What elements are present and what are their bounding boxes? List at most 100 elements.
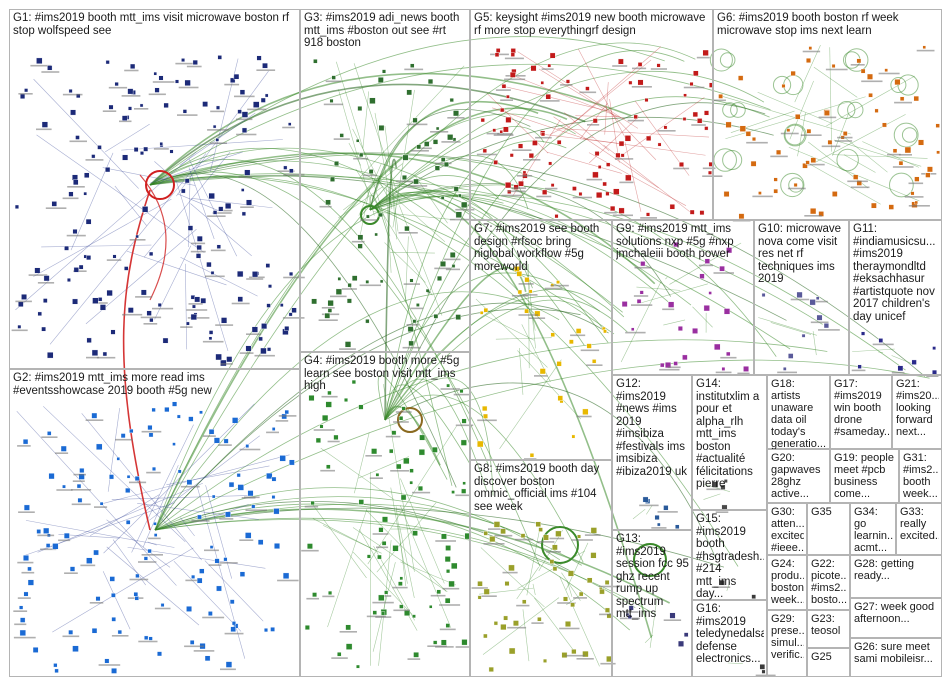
node-g5[interactable] xyxy=(669,204,676,210)
node-g11[interactable] xyxy=(857,364,862,369)
node-g4[interactable] xyxy=(409,468,414,473)
node-g7[interactable] xyxy=(517,289,523,295)
node-g3[interactable] xyxy=(424,141,430,147)
node-g1[interactable] xyxy=(252,101,260,108)
node-g7[interactable] xyxy=(529,453,535,458)
node-g1[interactable] xyxy=(102,351,108,357)
node-g2[interactable] xyxy=(197,514,202,520)
node-g4[interactable] xyxy=(375,473,380,477)
node-g2[interactable] xyxy=(164,407,170,413)
node-g1[interactable] xyxy=(185,321,190,326)
node-g9[interactable] xyxy=(743,366,749,372)
node-g2[interactable] xyxy=(274,543,280,549)
node-g8[interactable] xyxy=(522,599,527,605)
node-g1[interactable] xyxy=(34,267,41,274)
node-g7[interactable] xyxy=(582,408,589,415)
node-g5[interactable] xyxy=(505,182,512,189)
node-g1[interactable] xyxy=(139,103,144,108)
node-g1[interactable] xyxy=(258,336,263,342)
cluster-g20[interactable]: G20: gapwaves 28ghz active... xyxy=(767,449,830,503)
cluster-g13[interactable]: G13: #ims2019 session fcc 95 ghz recent … xyxy=(612,530,692,677)
node-g8[interactable] xyxy=(563,596,568,602)
node-g2[interactable] xyxy=(214,558,220,564)
node-g5[interactable] xyxy=(482,148,487,153)
node-g1[interactable] xyxy=(190,313,197,321)
node-g1[interactable] xyxy=(70,109,77,116)
node-g2[interactable] xyxy=(95,596,101,602)
node-g5[interactable] xyxy=(542,189,548,195)
node-g4[interactable] xyxy=(337,652,342,657)
node-g1[interactable] xyxy=(200,297,207,304)
node-g10[interactable] xyxy=(801,333,806,338)
node-g8[interactable] xyxy=(503,615,509,621)
node-g5[interactable] xyxy=(697,118,703,124)
node-g5[interactable] xyxy=(625,174,632,181)
node-g3[interactable] xyxy=(359,152,364,158)
node-g3[interactable] xyxy=(455,211,462,218)
node-g8[interactable] xyxy=(483,633,488,639)
node-g2[interactable] xyxy=(134,596,139,601)
node-g6[interactable] xyxy=(723,191,730,197)
node-g3[interactable] xyxy=(449,97,454,103)
node-g1[interactable] xyxy=(36,57,43,65)
node-g1[interactable] xyxy=(208,336,213,341)
node-g8[interactable] xyxy=(577,534,581,539)
node-g8[interactable] xyxy=(493,621,498,626)
node-g7[interactable] xyxy=(528,289,533,294)
node-g6[interactable] xyxy=(745,131,752,137)
node-g4[interactable] xyxy=(315,437,322,444)
node-g6[interactable] xyxy=(718,93,724,99)
node-g4[interactable] xyxy=(403,457,410,465)
node-g12[interactable] xyxy=(663,505,669,511)
node-g2[interactable] xyxy=(229,599,235,605)
node-g6[interactable] xyxy=(773,177,778,182)
node-g4[interactable] xyxy=(446,383,450,388)
node-g6[interactable] xyxy=(805,160,810,165)
node-g3[interactable] xyxy=(344,341,352,348)
node-g2[interactable] xyxy=(251,504,256,509)
node-g3[interactable] xyxy=(311,298,318,305)
node-g8[interactable] xyxy=(565,621,571,627)
node-g8[interactable] xyxy=(500,528,506,535)
node-g1[interactable] xyxy=(78,264,84,270)
node-g8[interactable] xyxy=(604,607,610,613)
node-g2[interactable] xyxy=(126,475,131,479)
node-g5[interactable] xyxy=(646,135,652,142)
node-g4[interactable] xyxy=(328,590,333,595)
node-g9[interactable] xyxy=(660,362,665,368)
node-g2[interactable] xyxy=(148,432,154,438)
node-g9[interactable] xyxy=(673,361,678,366)
node-g1[interactable] xyxy=(260,97,266,103)
node-g6[interactable] xyxy=(810,157,817,164)
node-g1[interactable] xyxy=(83,172,90,179)
node-g4[interactable] xyxy=(326,464,331,470)
node-g1[interactable] xyxy=(241,111,249,118)
node-g1[interactable] xyxy=(106,289,113,297)
node-g2[interactable] xyxy=(186,479,193,486)
node-g1[interactable] xyxy=(85,218,92,225)
node-g1[interactable] xyxy=(192,304,196,309)
node-g8[interactable] xyxy=(508,647,516,655)
node-g6[interactable] xyxy=(786,128,791,133)
node-g8[interactable] xyxy=(582,650,589,658)
node-g1[interactable] xyxy=(135,234,139,239)
node-g5[interactable] xyxy=(513,184,519,190)
node-g6[interactable] xyxy=(738,213,745,220)
node-g1[interactable] xyxy=(267,347,272,352)
node-g4[interactable] xyxy=(412,614,416,619)
node-g6[interactable] xyxy=(899,96,905,102)
node-g2[interactable] xyxy=(96,443,103,450)
node-g7[interactable] xyxy=(524,308,529,314)
node-g12[interactable] xyxy=(675,524,680,529)
node-g7[interactable] xyxy=(477,440,484,448)
node-g11[interactable] xyxy=(911,359,917,365)
node-g4[interactable] xyxy=(445,545,451,551)
node-g5[interactable] xyxy=(578,192,583,196)
node-g5[interactable] xyxy=(500,107,505,113)
node-g6[interactable] xyxy=(882,122,887,128)
node-g3[interactable] xyxy=(404,225,410,232)
node-g5[interactable] xyxy=(548,161,553,166)
node-g4[interactable] xyxy=(381,611,386,616)
node-g1[interactable] xyxy=(239,89,246,95)
node-g2[interactable] xyxy=(279,455,286,462)
